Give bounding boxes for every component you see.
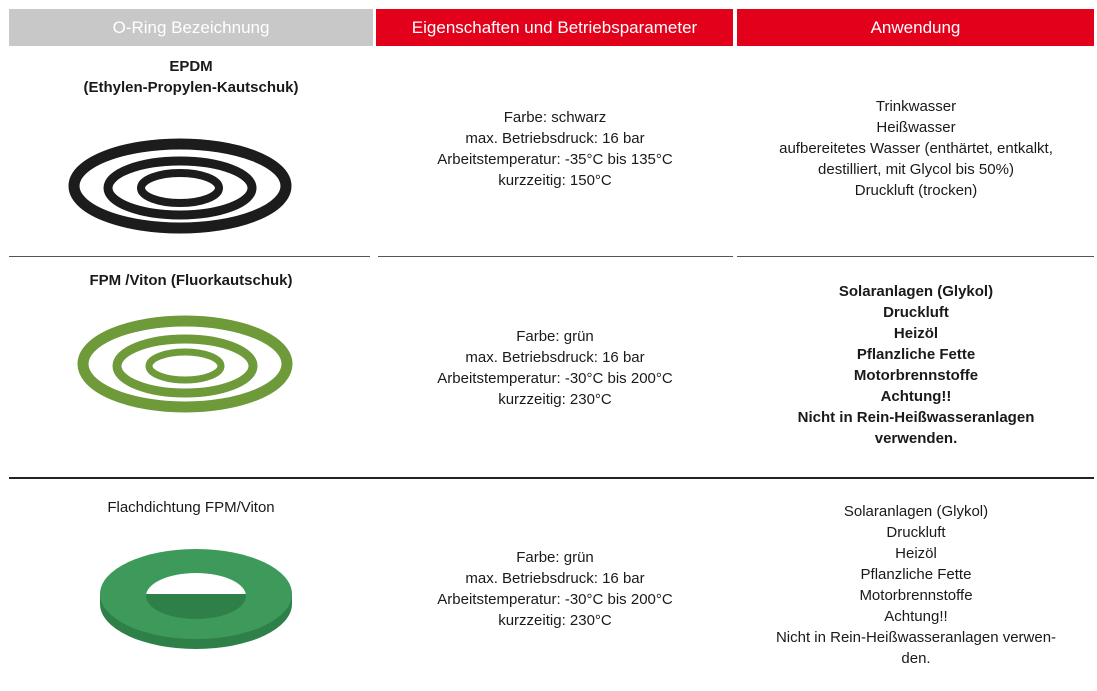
row-divider <box>9 477 1094 479</box>
header-application: Anwendung <box>737 9 1094 46</box>
row-divider <box>378 256 733 257</box>
row3-name: Flachdichtung FPM/Viton <box>107 499 275 516</box>
row2-name: FPM /Viton (Fluorkautschuk) <box>89 272 293 289</box>
green-o-rings-image <box>77 315 293 413</box>
row-divider <box>737 256 1094 257</box>
black-o-rings-image <box>68 138 292 234</box>
header-properties: Eigenschaften und Betriebsparameter <box>376 9 733 46</box>
row1-name: EPDM (Ethylen-Propylen-Kautschuk) <box>83 58 299 96</box>
row-divider <box>9 256 370 257</box>
green-flat-gasket-image <box>100 549 292 649</box>
header-designation: O-Ring Bezeichnung <box>9 9 373 46</box>
